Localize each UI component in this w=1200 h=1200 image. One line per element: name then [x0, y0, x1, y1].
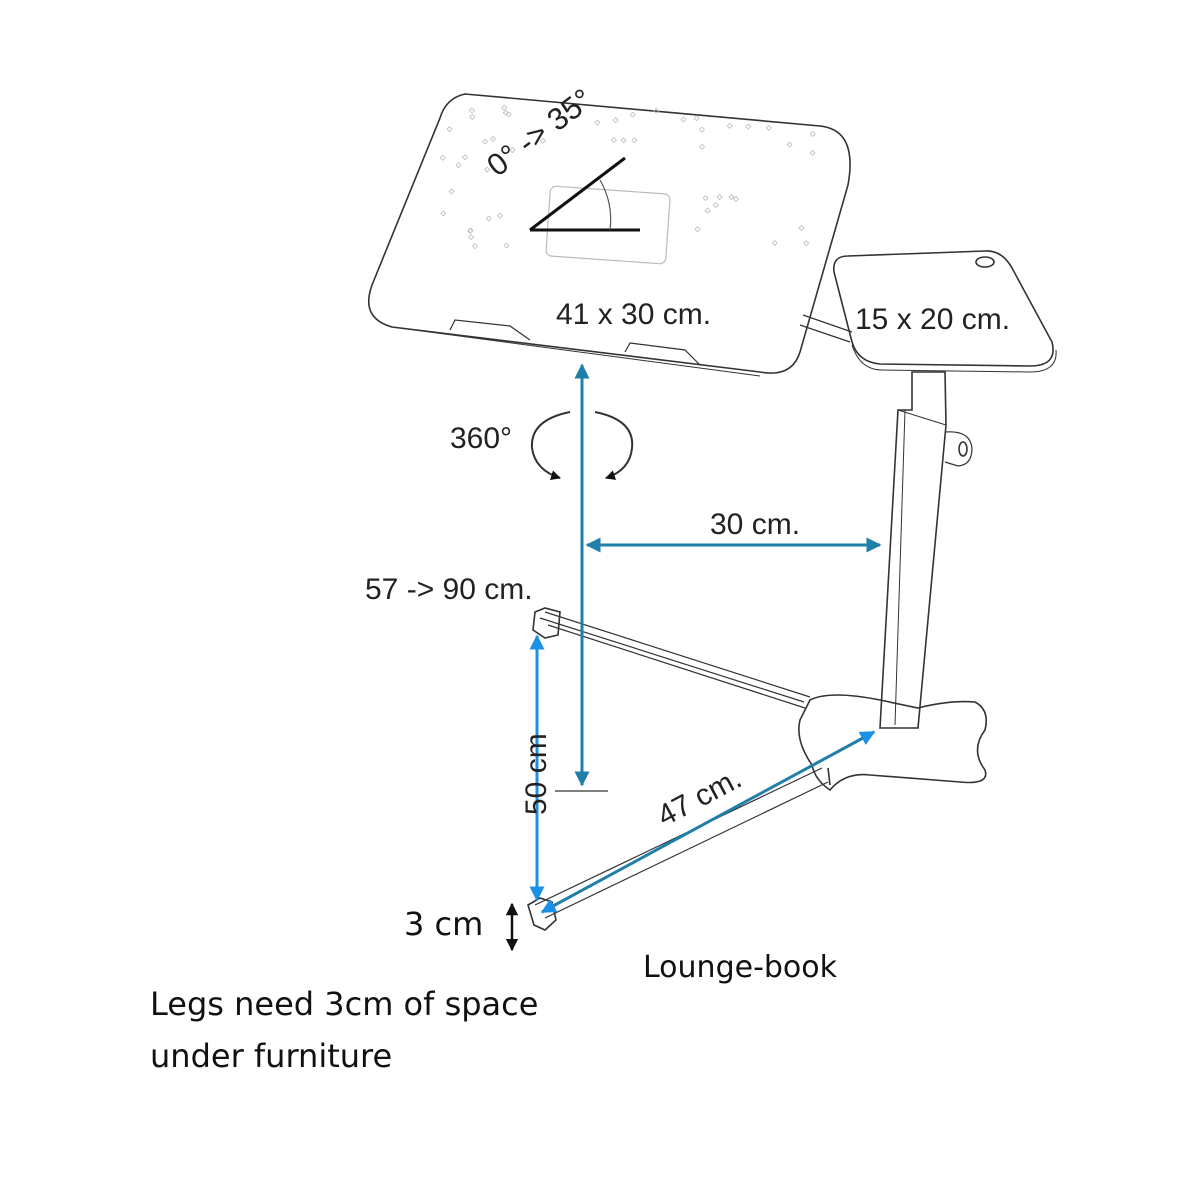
tray-size-label: 41 x 30 cm.: [556, 298, 712, 331]
vent-hole: [732, 195, 740, 202]
vent-hole: [485, 215, 492, 222]
vent-hole: [509, 146, 516, 154]
vent-hole: [446, 126, 453, 133]
vent-hole: [455, 162, 462, 169]
vent-hole: [503, 242, 510, 249]
leg-length-arrow: [540, 730, 876, 914]
reach-label: 30 cm.: [710, 508, 801, 541]
vent-hole: [745, 123, 752, 130]
vent-hole: [653, 107, 660, 114]
vent-hole: [481, 138, 489, 145]
vent-hole: [610, 136, 617, 144]
note-line-1: Legs need 3cm of space: [150, 985, 539, 1023]
vent-hole: [809, 149, 816, 157]
vent-hole: [502, 109, 509, 116]
vent-hole: [501, 104, 508, 111]
vent-hole: [467, 227, 474, 234]
vent-hole: [468, 234, 475, 241]
vent-hole: [704, 207, 711, 214]
height-range-label: 57 -> 90 cm.: [365, 573, 533, 606]
vent-hole: [786, 141, 793, 148]
vent-hole: [698, 143, 706, 150]
vent-hole: [798, 224, 805, 231]
pole: [879, 371, 947, 729]
vent-hole: [712, 202, 719, 209]
vent-hole: [699, 126, 706, 133]
vent-hole: [629, 111, 636, 118]
vent-hole: [496, 212, 503, 219]
rotation-icon: [530, 411, 634, 481]
vent-hole: [728, 194, 735, 201]
leg-height-label: 50 cm: [520, 733, 553, 815]
vent-hole: [612, 117, 619, 124]
vent-hole: [448, 188, 455, 195]
vent-hole: [702, 194, 709, 202]
vent-hole: [631, 137, 638, 144]
clearance-label: 3 cm: [404, 905, 484, 943]
vent-hole: [471, 243, 478, 250]
vent-hole: [594, 119, 601, 126]
vent-hole: [726, 122, 733, 129]
vent-hole: [693, 115, 700, 122]
side-tray-size-label: 15 x 20 cm.: [855, 303, 1011, 336]
vent-hole: [771, 240, 778, 247]
vent-hole: [765, 124, 772, 131]
vent-holes: [439, 104, 816, 250]
vent-hole: [461, 154, 469, 161]
product-name: Lounge-book: [643, 950, 838, 985]
vent-hole: [439, 154, 446, 161]
note-line-2: under furniture: [150, 1037, 393, 1075]
vent-hole: [803, 240, 810, 247]
main-tray: [367, 93, 851, 374]
rotation-label: 360°: [450, 422, 513, 455]
vent-hole: [440, 210, 447, 217]
vent-hole: [468, 107, 475, 114]
vent-hole: [694, 226, 701, 233]
base: [798, 694, 988, 792]
vent-hole: [539, 137, 547, 144]
tray-feet: [449, 319, 701, 366]
vent-hole: [716, 193, 723, 201]
side-tray: [832, 250, 1054, 367]
vent-hole: [469, 114, 476, 121]
vent-hole: [484, 166, 491, 173]
vent-hole: [680, 116, 687, 123]
vent-hole: [620, 137, 627, 144]
angle-symbol: [529, 156, 640, 232]
vent-hole: [809, 130, 816, 137]
vent-hole: [490, 135, 497, 142]
